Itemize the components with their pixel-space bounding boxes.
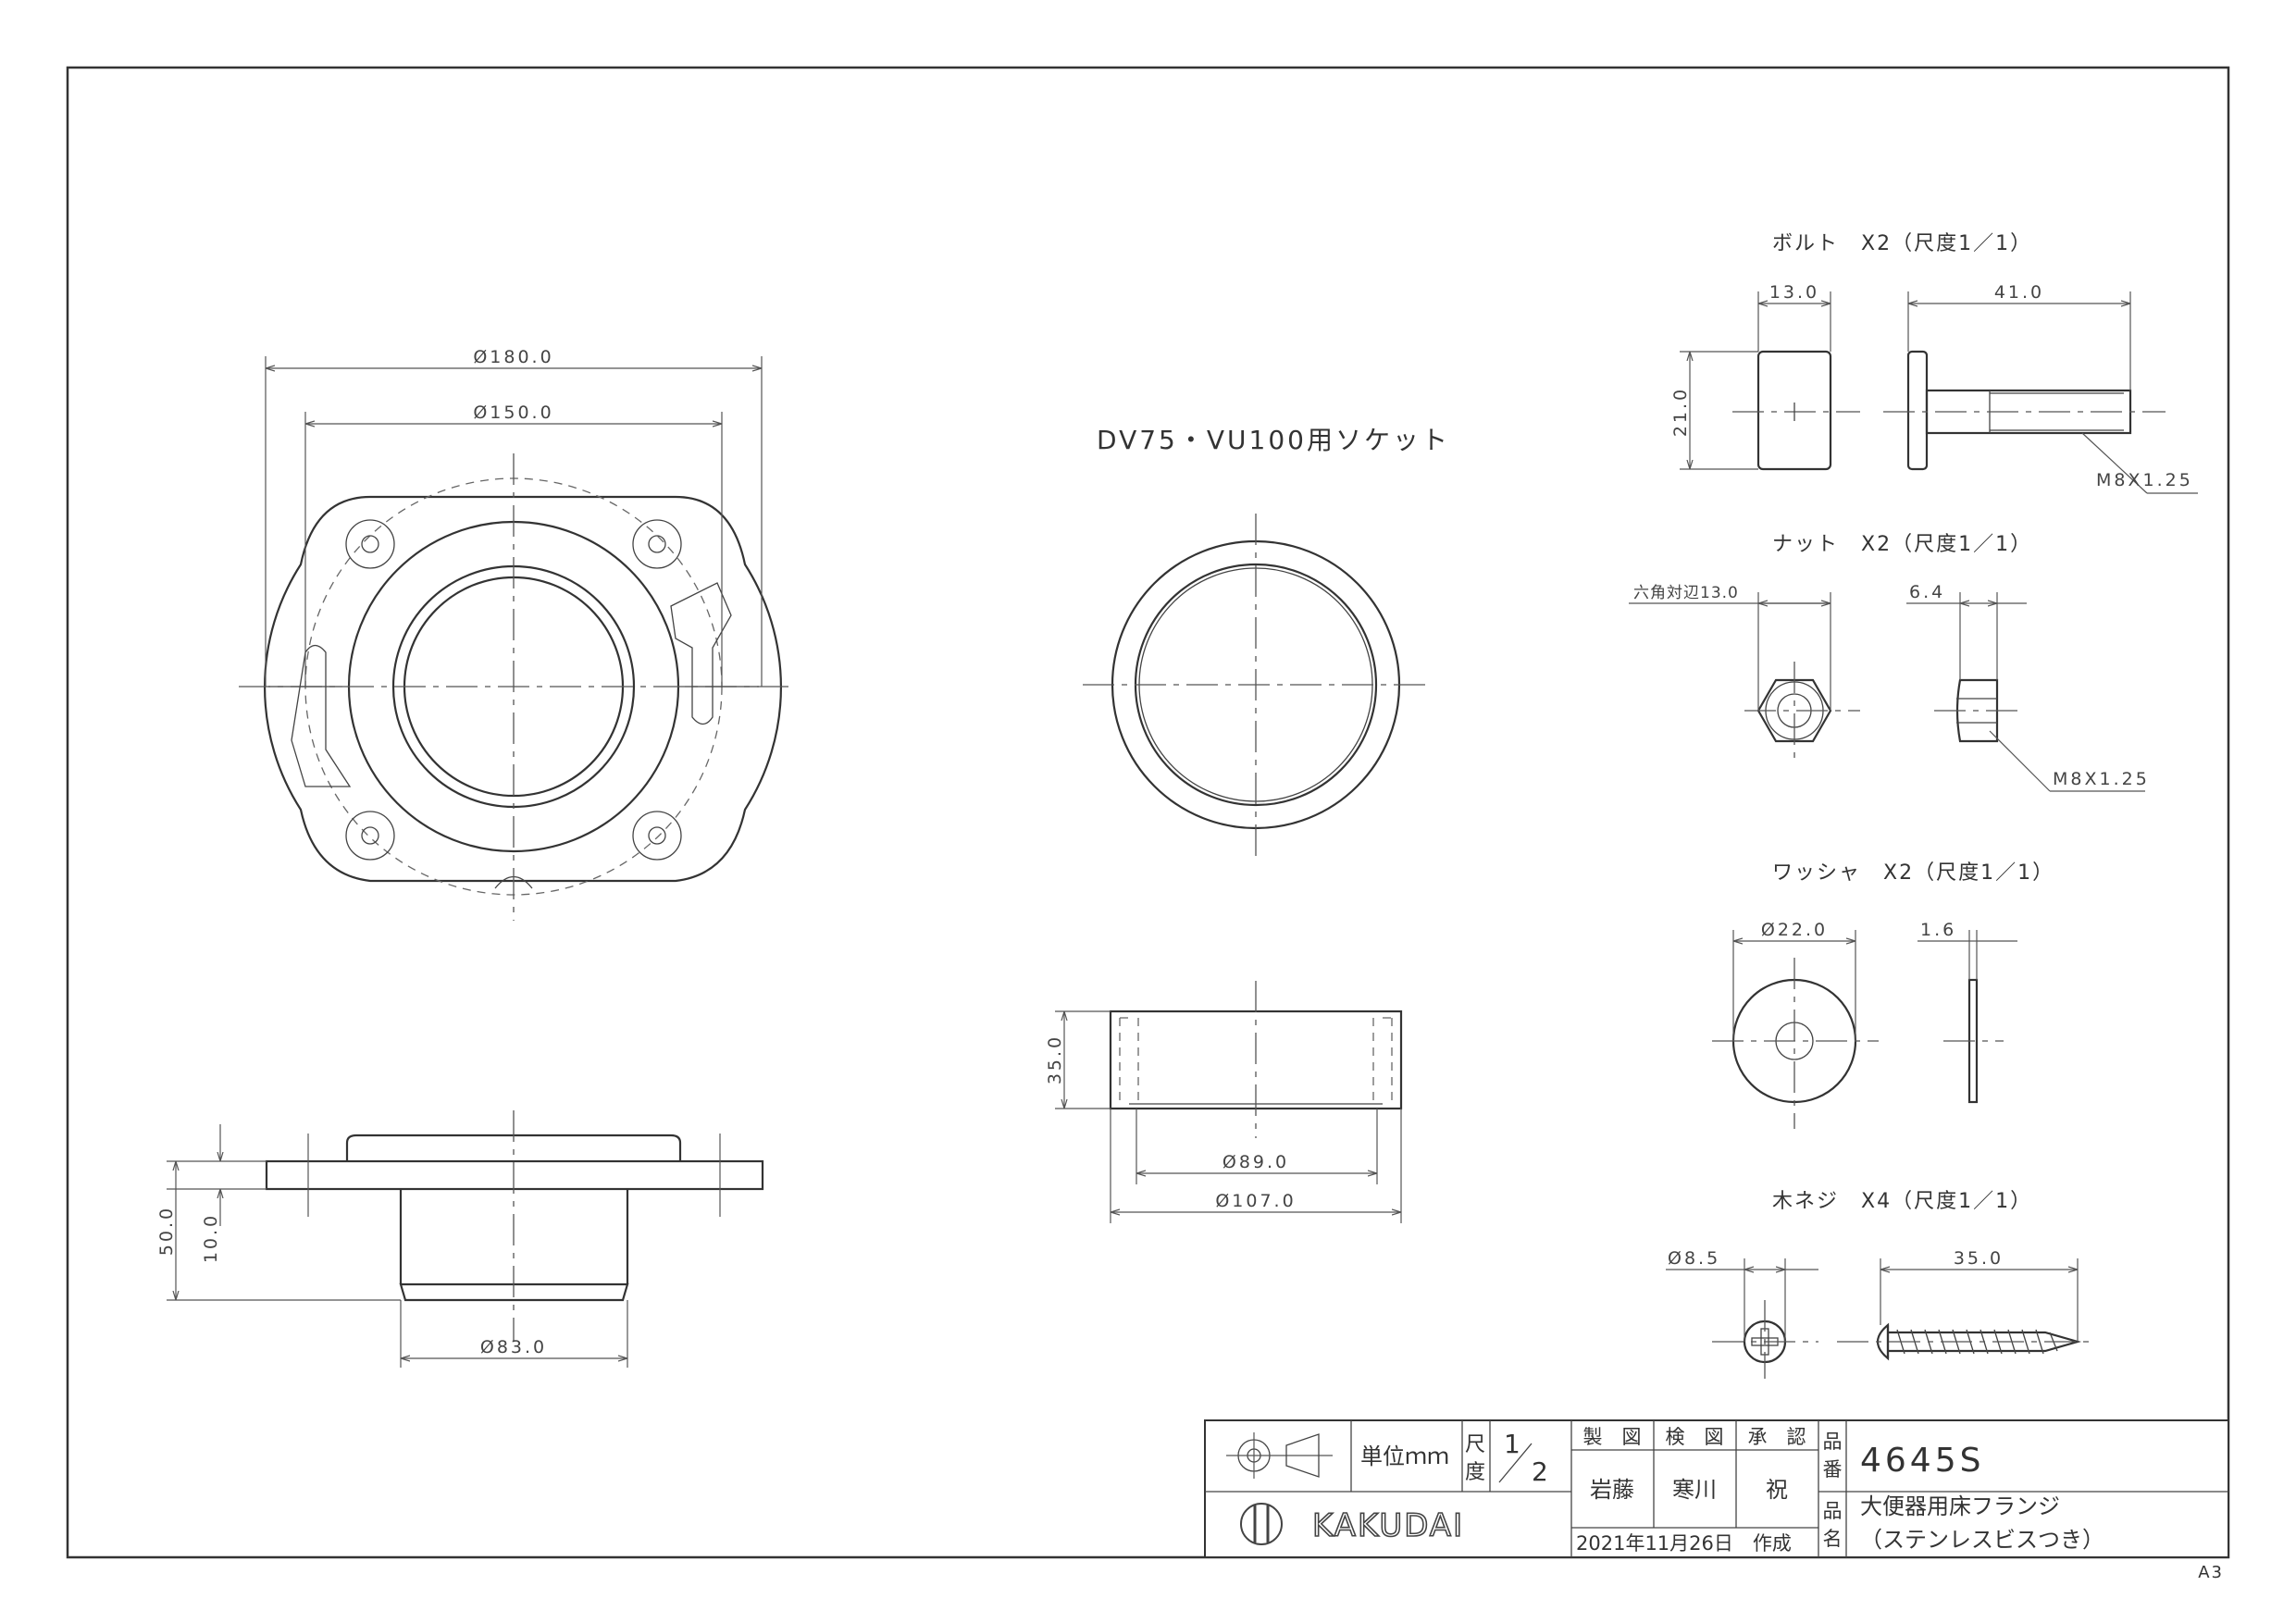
approved-header: 承 認 xyxy=(1748,1426,1806,1448)
bolt-thread-dim: M8X1.25 xyxy=(2096,470,2193,490)
hinban-label-bottom: 番 xyxy=(1823,1458,1843,1481)
bolt-label: ボルト X2（尺度1／1） xyxy=(1772,232,2032,255)
flange-height-dim: 50.0 xyxy=(156,1206,177,1256)
socket-top-view xyxy=(1083,514,1430,856)
unit-label: 単位ｍｍ xyxy=(1360,1443,1449,1469)
scale-denominator: 2 xyxy=(1532,1456,1548,1487)
bolt-head-height-dim: 21.0 xyxy=(1670,387,1691,437)
hinmei-label-top: 品 xyxy=(1823,1500,1843,1522)
title-block: 単位ｍｍ 尺 度 1 2 製 図 検 図 承 認 岩藤 寒川 祝 2021年11… xyxy=(1204,1419,2229,1558)
flange-outer-dia-dim: Ø180.0 xyxy=(473,347,553,367)
socket-label: DV75・VU100用ソケット xyxy=(1097,425,1450,455)
scale-label-top: 尺 xyxy=(1465,1433,1485,1456)
drawing-border xyxy=(66,66,2230,1559)
checked-by: 寒川 xyxy=(1672,1477,1717,1503)
scale-numerator: 1 xyxy=(1504,1429,1520,1459)
washer-label: ワッシャ X2（尺度1／1） xyxy=(1772,861,2054,885)
flange-pipe-dia-dim: Ø83.0 xyxy=(480,1337,547,1357)
checked-header: 検 図 xyxy=(1666,1426,1724,1448)
flange-top-view: Ø180.0 Ø150.0 xyxy=(239,347,796,921)
product-name-line1: 大便器用床フランジ xyxy=(1860,1493,2060,1519)
flange-thickness-dim: 10.0 xyxy=(201,1213,221,1263)
nut-thread-dim: M8X1.25 xyxy=(2053,769,2150,789)
scale-label-bottom: 度 xyxy=(1465,1461,1485,1484)
sheet-size-label: A3 xyxy=(2198,1563,2224,1582)
screw-length-dim: 35.0 xyxy=(1954,1248,2004,1269)
drawn-header: 製 図 xyxy=(1583,1426,1642,1448)
date-created: 2021年11月26日 作成 xyxy=(1576,1532,1792,1555)
screw-label: 木ネジ X4（尺度1／1） xyxy=(1772,1190,2032,1213)
flange-side-view: 50.0 10.0 Ø83.0 xyxy=(156,1110,764,1368)
bolt-length-dim: 41.0 xyxy=(1994,282,2044,303)
nut-drawing: 六角対辺13.0 6.4 M8X1.25 xyxy=(1629,582,2150,792)
socket-height-dim: 35.0 xyxy=(1045,1035,1065,1084)
bolt-drawing: 13.0 21.0 41.0 M8X1.25 xyxy=(1670,282,2198,494)
socket-inner-dia-dim: Ø89.0 xyxy=(1222,1152,1289,1172)
product-name-line2: （ステンレスビスつき） xyxy=(1860,1527,2104,1553)
nut-label: ナット X2（尺度1／1） xyxy=(1772,533,2032,556)
screw-drawing: Ø8.5 35.0 xyxy=(1666,1248,2096,1379)
drawn-by: 岩藤 xyxy=(1590,1477,1634,1503)
hinban-label-top: 品 xyxy=(1823,1431,1843,1453)
hinmei-label-bottom: 名 xyxy=(1823,1528,1843,1550)
part-number: 4645S xyxy=(1860,1442,1984,1480)
washer-dia-dim: Ø22.0 xyxy=(1761,920,1828,940)
nut-thickness-dim: 6.4 xyxy=(1909,582,1945,602)
flange-bolt-circle-dim: Ø150.0 xyxy=(473,403,553,423)
nut-hex-dim: 六角対辺13.0 xyxy=(1633,584,1739,602)
company-name: KAKUDAI xyxy=(1312,1507,1464,1544)
socket-side-view: 35.0 Ø89.0 Ø107.0 xyxy=(1045,981,1403,1223)
socket-outer-dia-dim: Ø107.0 xyxy=(1215,1191,1296,1211)
washer-drawing: Ø22.0 1.6 xyxy=(1712,920,2017,1129)
washer-thickness-dim: 1.6 xyxy=(1920,920,1956,940)
kakudai-logo: KAKUDAI xyxy=(1240,1503,1464,1545)
screw-head-dia-dim: Ø8.5 xyxy=(1668,1248,1720,1269)
bolt-head-width-dim: 13.0 xyxy=(1769,282,1819,303)
approved-by: 祝 xyxy=(1766,1477,1788,1503)
projection-symbol-icon xyxy=(1226,1432,1333,1479)
